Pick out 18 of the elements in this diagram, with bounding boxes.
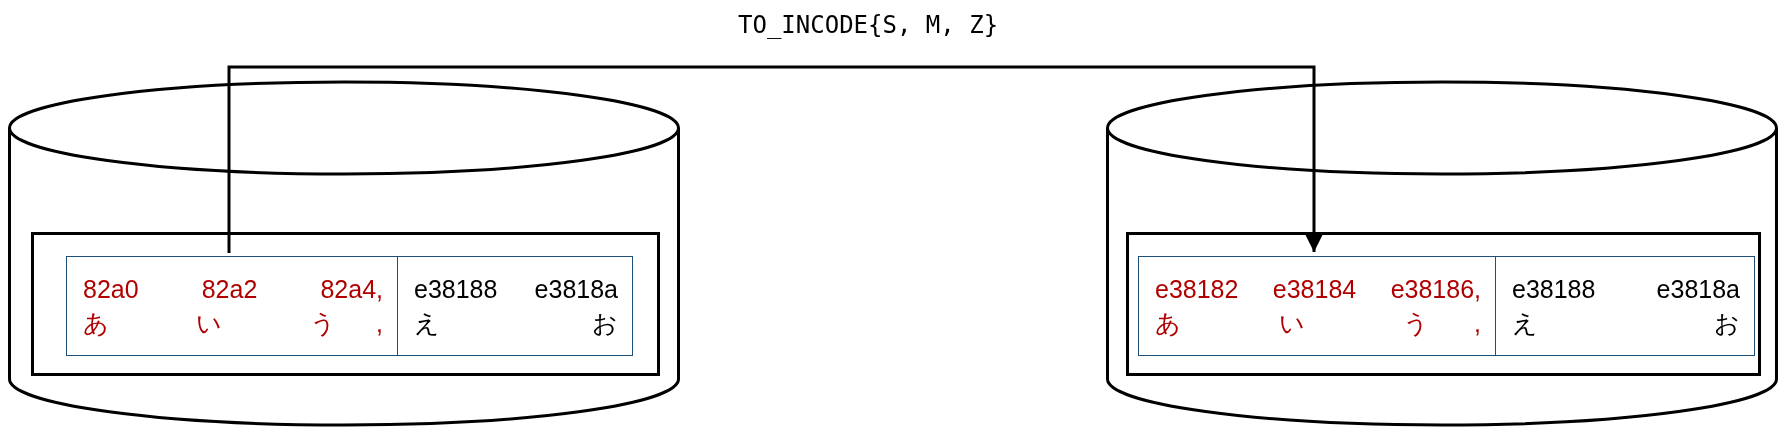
code-cell bbox=[66, 256, 398, 356]
kana-text: え お bbox=[414, 308, 618, 339]
code-cell bbox=[1138, 256, 1496, 356]
hex-code: e38188 e3818a bbox=[414, 274, 618, 305]
kana-text: え お bbox=[1512, 308, 1740, 339]
code-cell bbox=[397, 256, 633, 356]
hex-code: 82a0 82a2 82a4, bbox=[83, 274, 383, 305]
kana-text: あ い う, bbox=[1155, 308, 1481, 339]
container-box bbox=[1126, 232, 1761, 376]
code-cell bbox=[1495, 256, 1755, 356]
edge-label: TO_INCODE{S, M, Z} bbox=[738, 10, 999, 40]
kana-text: あ い う, bbox=[83, 308, 383, 339]
container-box bbox=[31, 232, 660, 376]
hex-code: e38182 e38184 e38186, bbox=[1155, 274, 1481, 305]
arrow bbox=[227, 65, 1323, 253]
cylinder bbox=[8, 82, 680, 428]
hex-code: e38188 e3818a bbox=[1512, 274, 1740, 305]
cylinder bbox=[1106, 82, 1778, 428]
